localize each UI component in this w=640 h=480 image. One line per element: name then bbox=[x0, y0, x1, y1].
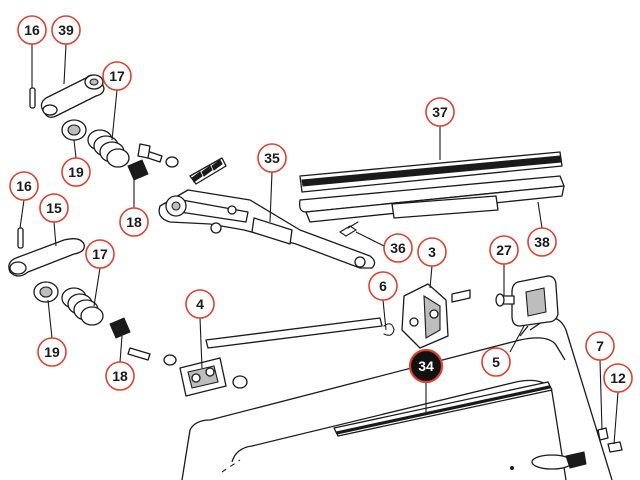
callout-17-upper: 17 bbox=[102, 61, 132, 91]
shaft-lower bbox=[109, 317, 131, 339]
outer-weatherstrip-37 bbox=[299, 151, 563, 193]
callout-15: 15 bbox=[39, 193, 69, 223]
escutcheon-upper bbox=[61, 119, 87, 141]
pin-upper bbox=[29, 87, 36, 109]
callout-7: 7 bbox=[585, 331, 615, 361]
svg-text:5: 5 bbox=[492, 354, 500, 370]
svg-text:15: 15 bbox=[46, 200, 62, 216]
callout-18-lower: 18 bbox=[105, 361, 135, 391]
spring-lower bbox=[61, 287, 104, 326]
inner-weatherstrip-38 bbox=[298, 175, 565, 223]
screw-7 bbox=[597, 427, 609, 441]
window-winder-handle-upper bbox=[40, 74, 105, 118]
door-lock-mechanism bbox=[127, 347, 248, 397]
inside-door-handle bbox=[511, 275, 559, 327]
callout-27: 27 bbox=[489, 235, 519, 265]
callout-4: 4 bbox=[185, 289, 215, 319]
svg-text:36: 36 bbox=[390, 240, 406, 256]
callout-36: 36 bbox=[383, 233, 413, 263]
svg-text:17: 17 bbox=[109, 68, 125, 84]
escutcheon-lower bbox=[33, 281, 59, 303]
spring-upper bbox=[87, 129, 130, 168]
window-regulator bbox=[158, 157, 376, 269]
svg-text:16: 16 bbox=[24, 22, 40, 38]
callout-12: 12 bbox=[603, 363, 633, 393]
glass-run-channel bbox=[333, 381, 553, 437]
bolt-and-washer-upper bbox=[137, 143, 179, 168]
svg-text:19: 19 bbox=[44, 344, 60, 360]
remote-control-rod bbox=[205, 317, 395, 349]
callout-16-lower: 16 bbox=[9, 171, 39, 201]
callout-18-upper: 18 bbox=[119, 207, 149, 237]
svg-text:34: 34 bbox=[418, 358, 434, 374]
window-winder-handle-lower bbox=[8, 238, 85, 277]
callout-19-upper: 19 bbox=[61, 157, 91, 187]
remote-control-handle-assembly bbox=[401, 283, 471, 349]
callout-6: 6 bbox=[368, 271, 398, 301]
pin-lower bbox=[17, 227, 24, 249]
svg-text:35: 35 bbox=[264, 150, 280, 166]
svg-text:7: 7 bbox=[596, 338, 604, 354]
callout-35: 35 bbox=[257, 143, 287, 173]
svg-text:37: 37 bbox=[432, 104, 448, 120]
svg-text:19: 19 bbox=[68, 164, 84, 180]
svg-text:39: 39 bbox=[58, 22, 74, 38]
shaft-upper bbox=[127, 159, 149, 181]
callout-34-highlighted: 34 bbox=[408, 348, 444, 384]
leader-lines bbox=[19, 43, 619, 445]
callout-16-upper: 16 bbox=[17, 15, 47, 45]
screw-12 bbox=[607, 441, 623, 453]
callout-19-lower: 19 bbox=[37, 337, 67, 367]
callout-37: 37 bbox=[425, 97, 455, 127]
svg-text:3: 3 bbox=[428, 244, 436, 260]
svg-text:38: 38 bbox=[534, 234, 550, 250]
callout-39: 39 bbox=[51, 15, 81, 45]
svg-text:16: 16 bbox=[16, 178, 32, 194]
svg-text:4: 4 bbox=[196, 296, 204, 312]
regulator-clip bbox=[338, 221, 359, 237]
handle-screw bbox=[495, 293, 515, 307]
svg-text:17: 17 bbox=[92, 246, 108, 262]
callout-17-lower: 17 bbox=[85, 239, 115, 269]
callout-3: 3 bbox=[417, 237, 447, 267]
callout-38: 38 bbox=[527, 227, 557, 257]
svg-text:12: 12 bbox=[610, 370, 626, 386]
svg-text:6: 6 bbox=[379, 278, 387, 294]
svg-text:18: 18 bbox=[112, 368, 128, 384]
svg-text:27: 27 bbox=[496, 242, 512, 258]
svg-text:18: 18 bbox=[126, 214, 142, 230]
callout-5: 5 bbox=[481, 347, 511, 377]
